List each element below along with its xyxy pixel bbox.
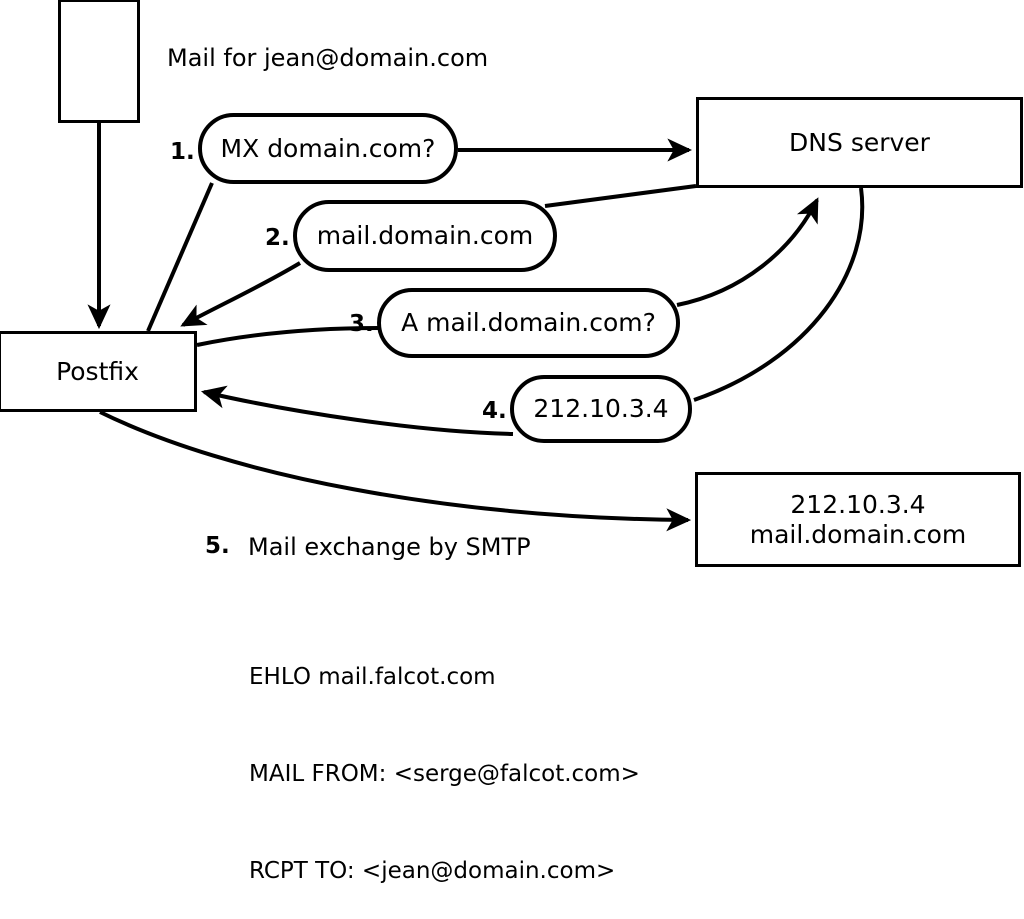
target-server-hostname: mail.domain.com — [749, 519, 967, 549]
step-4-bubble[interactable]: 212.10.3.4 — [510, 375, 692, 443]
client-node[interactable] — [58, 0, 140, 123]
dns-server-node[interactable]: DNS server — [696, 97, 1023, 188]
edge-dns-to-step4 — [693, 187, 865, 402]
smtp-line: EHLO mail.falcot.com — [249, 663, 496, 690]
step-3-label: A mail.domain.com? — [401, 308, 656, 338]
edge-postfix-to-step1 — [146, 182, 214, 332]
step-3-bubble[interactable]: A mail.domain.com? — [377, 288, 680, 358]
edge-dns-to-step2 — [544, 184, 697, 208]
edge-step3-to-dns — [676, 197, 819, 307]
dns-server-node-label: DNS server — [789, 127, 930, 157]
postfix-node-label: Postfix — [56, 356, 139, 386]
step-4-number: 4. — [482, 398, 507, 424]
mail-for-note: Mail for jean@domain.com — [167, 44, 489, 72]
step-2-number: 2. — [265, 225, 290, 251]
target-server-ip: 212.10.3.4 — [790, 490, 926, 519]
postfix-node[interactable]: Postfix — [0, 331, 197, 412]
smtp-line: RCPT TO: <jean@domain.com> — [249, 858, 616, 885]
step-1-bubble[interactable]: MX domain.com? — [198, 113, 458, 184]
step-4-label: 212.10.3.4 — [533, 394, 669, 424]
step-1-number: 1. — [170, 139, 195, 165]
step-2-label: mail.domain.com — [316, 221, 534, 251]
edge-step2-to-postfix — [180, 261, 302, 327]
smtp-transcript: EHLO mail.falcot.com MAIL FROM: <serge@f… — [249, 596, 640, 919]
step-2-bubble[interactable]: mail.domain.com — [293, 200, 557, 272]
step-5-label: Mail exchange by SMTP — [248, 533, 531, 561]
smtp-line: MAIL FROM: <serge@falcot.com> — [249, 761, 640, 788]
target-server-node[interactable]: 212.10.3.4 mail.domain.com — [695, 472, 1021, 567]
edge-step4-to-postfix — [200, 385, 514, 436]
step-1-label: MX domain.com? — [220, 133, 436, 163]
step-5-number: 5. — [205, 533, 230, 559]
step-3-number: 3. — [349, 311, 374, 337]
